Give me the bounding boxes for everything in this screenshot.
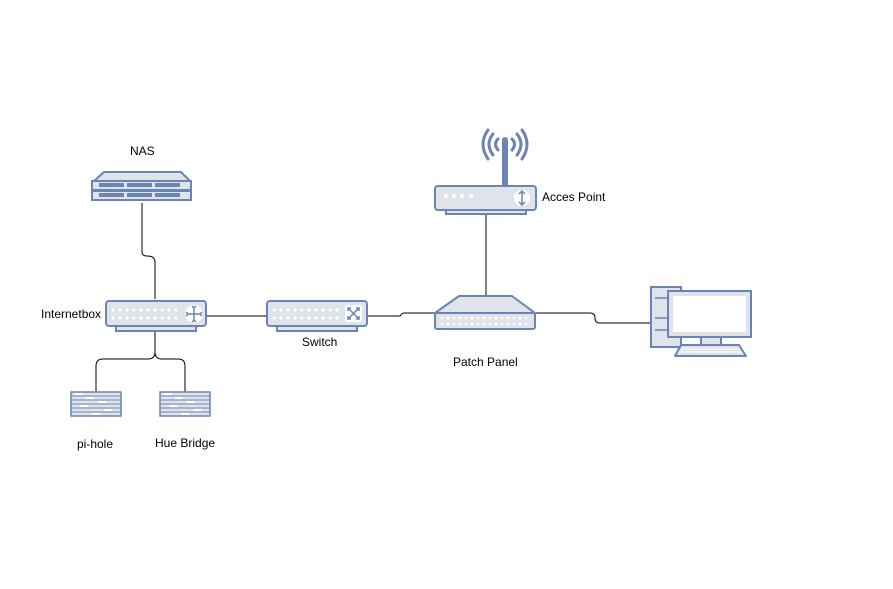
link-patch-panel-computer xyxy=(535,312,651,324)
pi-hole-label: pi-hole xyxy=(77,437,114,451)
link-nas-internetbox xyxy=(141,203,156,299)
hue-bridge-label: Hue Bridge xyxy=(155,436,216,450)
wireless-access-point-icon[interactable] xyxy=(434,128,537,215)
patch-panel-icon[interactable] xyxy=(434,295,536,330)
connections xyxy=(95,203,651,392)
link-internetbox-pi-hole xyxy=(95,331,156,392)
router-icon[interactable] xyxy=(105,300,207,332)
server-icon[interactable] xyxy=(159,391,211,417)
nas-icon[interactable] xyxy=(91,171,192,201)
switch-icon[interactable] xyxy=(266,300,368,332)
internetbox-label: Internetbox xyxy=(41,307,102,321)
link-switch-patch-panel xyxy=(367,312,435,317)
nas-label: NAS xyxy=(130,144,155,158)
patch-panel-label: Patch Panel xyxy=(453,355,518,369)
server-icon[interactable] xyxy=(70,391,122,417)
switch-label: Switch xyxy=(302,335,338,349)
access-point-label: Acces Point xyxy=(542,190,606,204)
desktop-computer-icon[interactable] xyxy=(650,286,752,357)
link-internetbox-hue-bridge xyxy=(154,351,186,392)
